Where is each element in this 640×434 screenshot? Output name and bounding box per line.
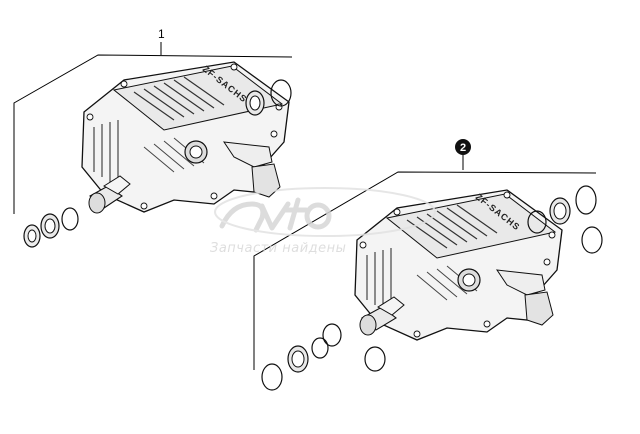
seal-set-1-right: [245, 79, 292, 116]
assembly-1-bracket-line: [13, 54, 293, 214]
assembly-1: 1 ZF-SACHS: [13, 27, 293, 248]
watermark: Запчасти найдены: [210, 187, 436, 256]
seal-set-2-right: [527, 185, 603, 254]
callout-2-marker: [455, 139, 471, 155]
seal-set-2-left: [261, 323, 386, 391]
callout-2: 2: [460, 142, 466, 154]
watermark-logo: [214, 187, 436, 237]
callout-1: 1: [158, 27, 165, 41]
watermark-caption: Запчасти найдены: [210, 241, 346, 256]
housing-2: ZF-SACHS: [354, 189, 563, 341]
plug-1: [88, 175, 131, 214]
assembly-2-bracket-line: [253, 171, 597, 370]
seal-set-1-left: [23, 207, 79, 248]
housing-1: ZF-SACHS: [81, 61, 290, 213]
plug-2: [359, 296, 405, 336]
assembly-2: 2 ZF-SACHS: [253, 139, 603, 391]
